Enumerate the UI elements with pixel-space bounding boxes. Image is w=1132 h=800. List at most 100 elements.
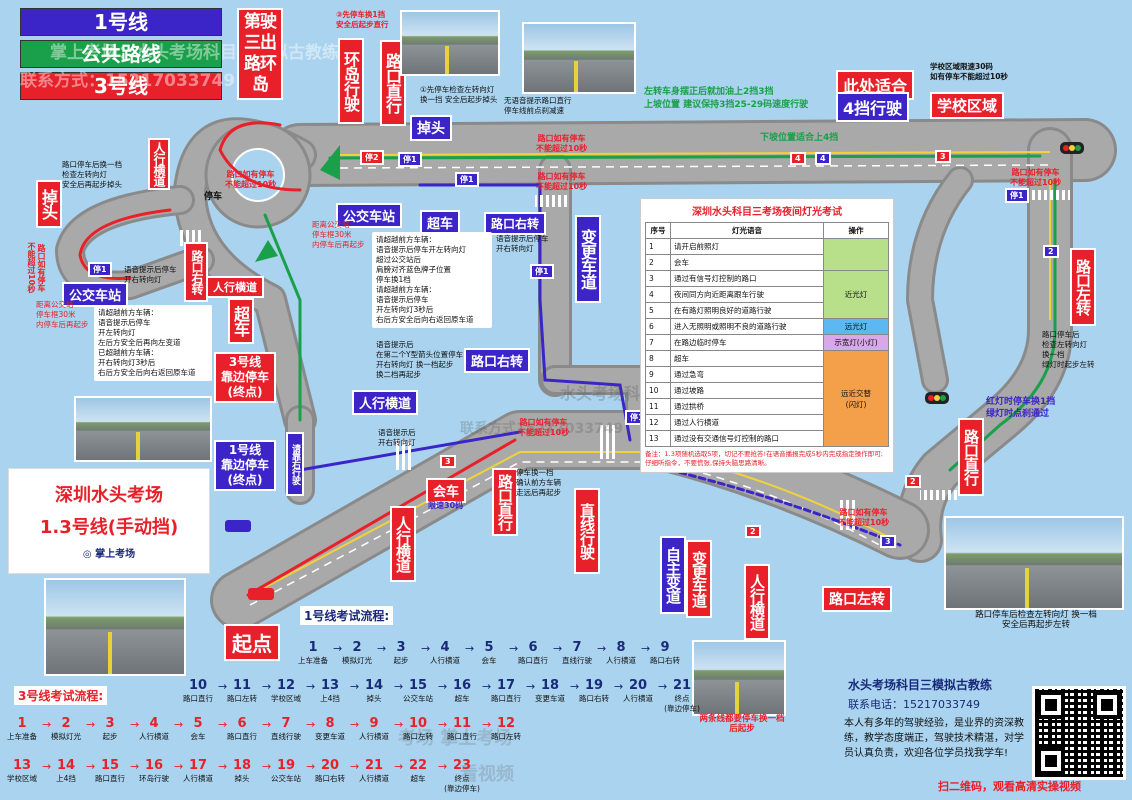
step-number: 5 xyxy=(193,716,203,731)
arrow-right-icon: → xyxy=(262,760,272,773)
row-voice: 在有路灯照明良好的道路行驶 xyxy=(670,302,824,319)
arrow-right-icon: → xyxy=(350,718,360,731)
step-number: 9 xyxy=(369,716,379,731)
contact-title: 水头考场科目三模拟古教练 xyxy=(848,678,993,692)
note-voice-right-turn2: 语音提示后停车 开右转向灯 xyxy=(496,234,549,253)
arrow-right-icon: → xyxy=(509,642,519,655)
step-number: 8 xyxy=(325,716,335,731)
arrow-right-icon: → xyxy=(174,760,184,773)
row-no: 3 xyxy=(645,270,671,287)
row-no: 11 xyxy=(645,398,671,415)
arrow-right-icon: → xyxy=(438,680,448,693)
row-voice: 超车 xyxy=(670,350,824,367)
row-no: 6 xyxy=(645,318,671,335)
arrow-right-icon: → xyxy=(174,718,184,731)
step-label: 会车 xyxy=(481,656,497,665)
arrow-right-icon: → xyxy=(553,642,563,655)
watermark: 联系方式15217033749 xyxy=(460,421,624,437)
step-label: 掉头 xyxy=(366,694,382,703)
arrow-right-icon: → xyxy=(306,718,316,731)
step-number: 15 xyxy=(100,758,120,773)
arrow-right-icon: → xyxy=(438,760,448,773)
gear-marker: 2 xyxy=(745,525,761,538)
step-number: 7 xyxy=(281,716,291,731)
step-label: 直线行驶 xyxy=(562,656,592,665)
arrow-right-icon: → xyxy=(130,718,140,731)
step-label: 上车准备 xyxy=(7,732,37,741)
tag-crosswalk-left2: 人行横道 xyxy=(206,276,264,298)
note-stop-30m-left: 距离公交站 停车框30米 内停车后再起步 xyxy=(36,300,89,329)
tag-right-turn-left: 路口右转 xyxy=(184,242,208,302)
tag-gear4-line2: 4挡行驶 xyxy=(836,92,910,122)
row-op: 近光灯 xyxy=(823,270,889,319)
tag-uturn-top: 掉头 xyxy=(410,115,452,141)
watermark: 掌上考场：水头考场科目三模拟古教练 xyxy=(50,43,339,63)
arrow-right-icon: → xyxy=(86,760,96,773)
note-bottom-right-stop: 路口如有停车 不能超过10秒 xyxy=(838,508,890,527)
step-number: 17 xyxy=(496,678,516,693)
arrow-right-icon: → xyxy=(438,718,448,731)
row-no: 10 xyxy=(645,382,671,399)
arrow-right-icon: → xyxy=(465,642,475,655)
arrow-right-icon: → xyxy=(394,760,404,773)
step-label: 路口右转 xyxy=(650,656,680,665)
tag-left-turn-bottom: 路口左转 xyxy=(822,586,892,612)
step-label: 人行横道 xyxy=(359,774,389,783)
step-number: 20 xyxy=(320,758,340,773)
note-downhill-4gear: 下坡位置适合上4挡 xyxy=(760,133,839,143)
stop-marker: 停2 xyxy=(360,150,384,165)
step-label: 模拟灯光 xyxy=(51,732,81,741)
row-op: 远光灯 xyxy=(823,318,889,335)
step-number: 2 xyxy=(61,716,71,731)
step-number: 21 xyxy=(672,678,692,693)
step-label: 人行横道 xyxy=(139,732,169,741)
qr-code[interactable] xyxy=(1032,686,1126,780)
arrow-right-icon: → xyxy=(350,760,360,773)
note-left-stop-no10: 路口如有停车 不能超过10秒 xyxy=(225,170,277,189)
note-overtake-left: 请超越前方车辆： 语音提示后停车 开左转向灯 左后方安全后再向左变道 已超越前方… xyxy=(94,305,212,381)
gear-marker: 4 xyxy=(790,152,806,165)
arrow-right-icon: → xyxy=(42,760,52,773)
gear-marker: 3 xyxy=(440,455,456,468)
brand-text: 掌上考场 xyxy=(95,549,136,560)
tag-free-lane-change: 自主变道 xyxy=(660,536,686,614)
row-no: 9 xyxy=(645,366,671,383)
step-number: 7 xyxy=(572,640,582,655)
step-number: 6 xyxy=(237,716,247,731)
note-right-stop: 路口如有停车 不能超过10秒 xyxy=(1010,168,1062,187)
tag-right-turn-top: 路口右转 xyxy=(484,212,547,235)
photo-start-road xyxy=(44,578,186,676)
light-table-title: 深圳水头科目三考场夜间灯光考试 xyxy=(692,207,842,218)
row-voice: 通过没有交通信号灯控制的路口 xyxy=(670,430,824,447)
tag-straight-drive: 直线行驶 xyxy=(574,488,600,574)
row-no: 8 xyxy=(645,350,671,367)
arrow-right-icon: → xyxy=(658,680,668,693)
step-number: 16 xyxy=(144,758,164,773)
tag-line3-stop: 3号线 靠边停车 (终点) xyxy=(214,352,277,403)
tag-straight-right: 路口直行 xyxy=(958,418,984,496)
arrow-right-icon: → xyxy=(421,642,431,655)
row-voice: 通过人行横道 xyxy=(670,414,824,431)
title-block: 深圳水头考场 1.3号线(手动挡) ◎ 掌上考场 xyxy=(8,468,210,574)
step-number: 19 xyxy=(584,678,604,693)
row-no: 2 xyxy=(645,254,671,271)
note-voice-right-turn: 语音提示后停车 开右转向灯 xyxy=(124,265,177,284)
brand-label: ◎ 掌上考场 xyxy=(9,545,209,560)
tag-overtake-left: 超车 xyxy=(228,298,254,344)
tag-roundabout-exit3: 第驶三出路环岛 xyxy=(237,8,283,100)
step-number: 18 xyxy=(540,678,560,693)
